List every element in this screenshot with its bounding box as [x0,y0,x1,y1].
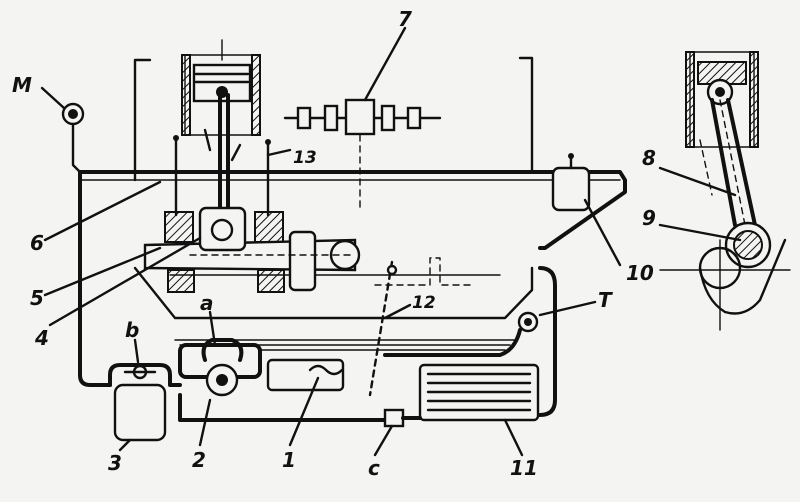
dipstick [368,257,471,397]
label-M: M [12,73,32,97]
label-8: 8 [642,146,656,170]
main-oil-gallery [78,170,627,387]
label-10: 10 [626,261,654,285]
label-b: b [125,318,139,342]
label-1: 1 [282,448,296,472]
label-13: 13 [293,148,317,168]
label-7: 7 [398,7,412,31]
label-4: 4 [34,326,49,350]
oil-filter [108,363,182,442]
oil-strainer [266,358,345,392]
label-11: 11 [510,456,538,480]
label-3: 3 [108,451,122,475]
label-T: T [598,288,613,312]
crankshaft [143,206,361,293]
label-5: 5 [30,286,44,310]
label-c: c [368,456,380,480]
label-6: 6 [30,231,44,255]
radiator-cock [383,408,405,428]
oil-pump [178,338,392,422]
oil-cooler [401,363,540,422]
engine-casing [133,56,534,320]
label-12: 12 [412,293,436,313]
oil-thermometer [383,311,539,357]
camshaft [283,98,442,211]
label-a: a [200,291,214,315]
label-2: 2 [192,448,206,472]
label-9: 9 [642,206,656,230]
pressure-gauge [40,86,85,174]
leader-lines [43,26,742,457]
centrifugal-filter [551,153,591,212]
cylinder-piston [181,39,261,217]
